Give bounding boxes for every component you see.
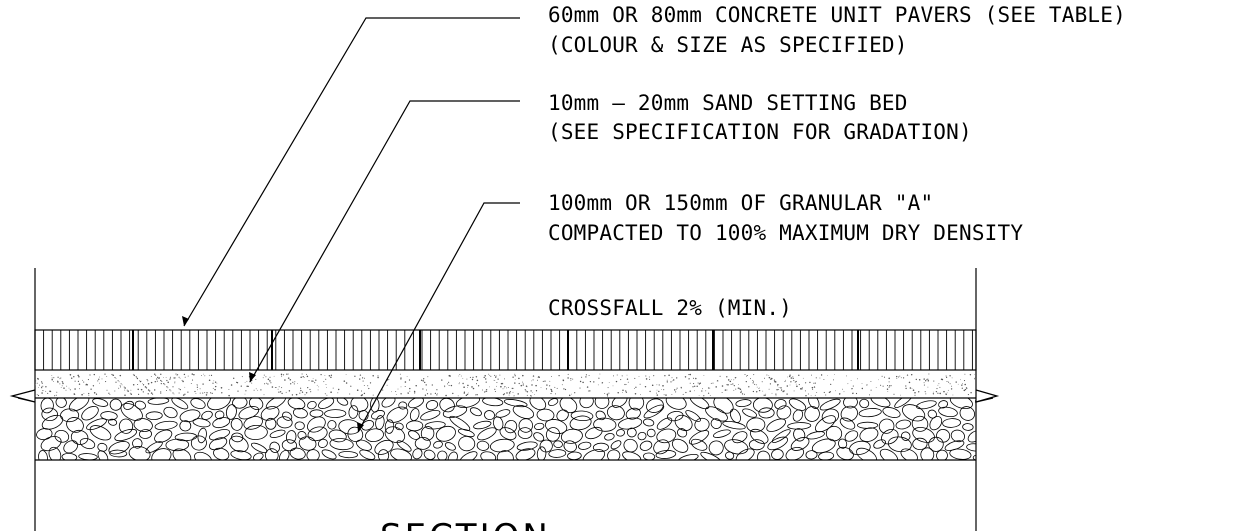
left-break-symbol [9,389,36,403]
leader-pavers [182,17,520,327]
pavers-note-line1: 60mm OR 80mm CONCRETE UNIT PAVERS (SEE T… [548,3,1126,27]
leader-granular [357,202,520,433]
section-title: SECTION [380,517,551,531]
pavers-note-line2: (COLOUR & SIZE AS SPECIFIED) [548,33,908,57]
granular-base-layer [35,398,976,461]
paver-layer [34,329,977,371]
leader-sand [249,100,520,383]
sand-texture [35,373,976,397]
granular-note-line1: 100mm OR 150mm OF GRANULAR "A" [548,191,933,215]
right-break-symbol [975,389,1000,403]
granular-note-line2: COMPACTED TO 100% MAXIMUM DRY DENSITY [548,221,1023,245]
crossfall-label: CROSSFALL 2% (MIN.) [548,296,792,320]
sand-note-line1: 10mm – 20mm SAND SETTING BED [548,91,908,115]
paver-joints [43,330,973,370]
gravel-texture [36,398,976,460]
sand-note-line2: (SEE SPECIFICATION FOR GRADATION) [548,120,972,144]
sand-bed-layer [35,373,976,399]
